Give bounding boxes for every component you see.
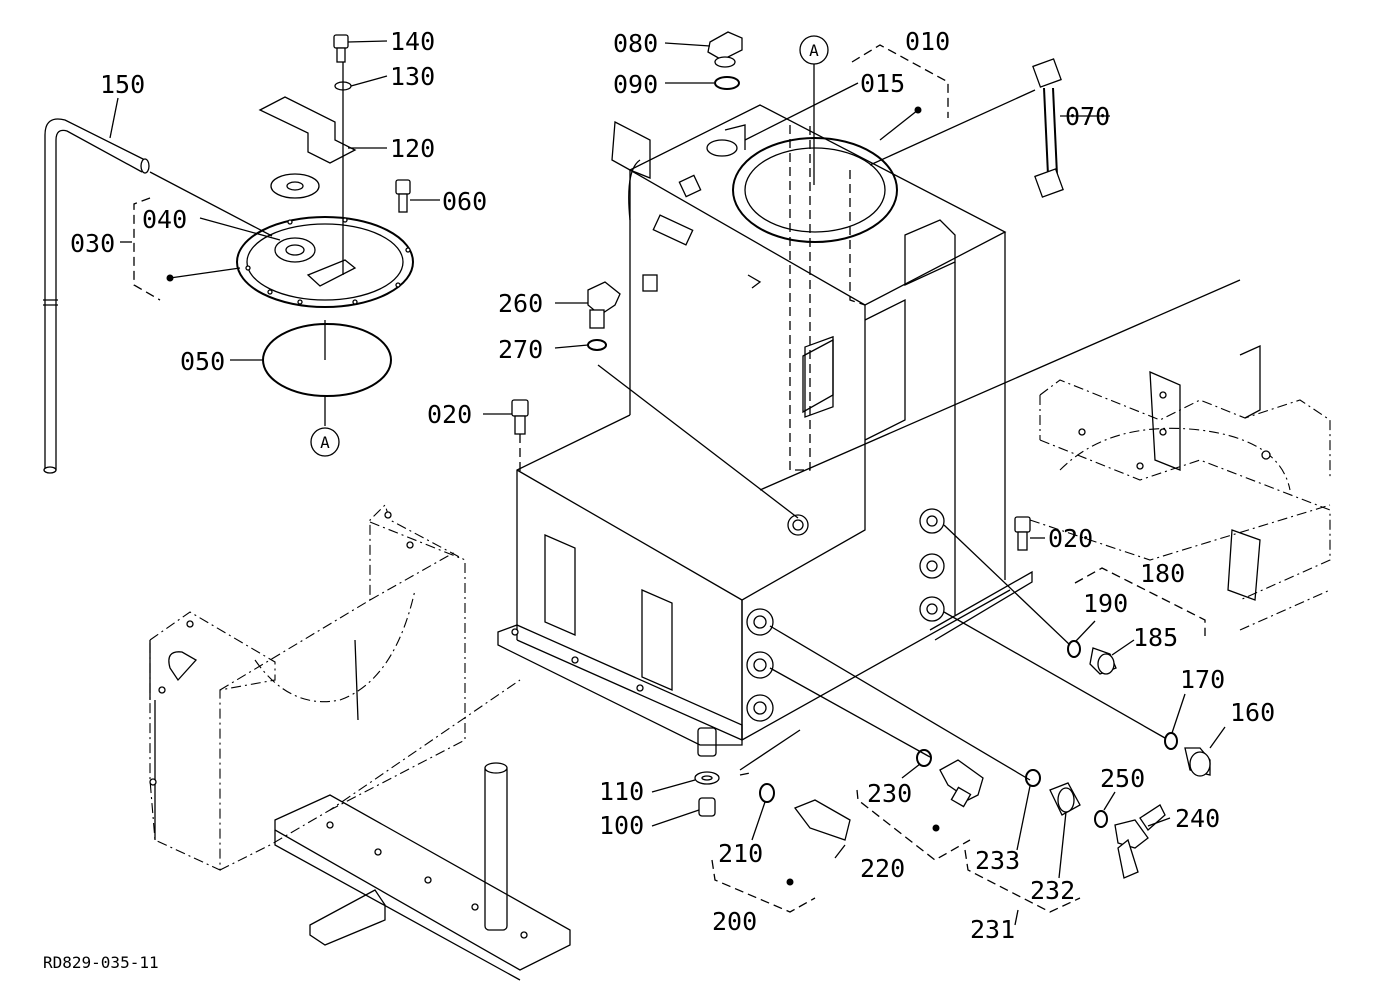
- label-200: 200: [712, 907, 757, 936]
- label-015: 015: [860, 69, 905, 98]
- label-220: 220: [860, 854, 905, 883]
- label-100: 100: [599, 811, 644, 840]
- label-270: 270: [498, 335, 543, 364]
- part-number-labels: 140 130 120 150 040 060 030 050 080 090 …: [70, 27, 1275, 944]
- label-060: 060: [442, 187, 487, 216]
- label-233: 233: [975, 846, 1020, 875]
- label-185: 185: [1133, 623, 1178, 652]
- frame-bracket-drawing: [149, 503, 571, 981]
- label-180: 180: [1140, 559, 1185, 588]
- assembly-brackets: [133, 44, 1206, 926]
- label-040: 040: [142, 205, 187, 234]
- fittings-drawing: [511, 31, 1211, 879]
- view-marker-top-label: A: [809, 41, 819, 60]
- label-240: 240: [1175, 804, 1220, 833]
- hydraulic-tank-drawing: [497, 104, 1033, 757]
- label-170: 170: [1180, 665, 1225, 694]
- tank-cover-assembly-drawing: [43, 34, 414, 474]
- label-110: 110: [599, 777, 644, 806]
- label-231: 231: [970, 915, 1015, 944]
- label-232: 232: [1030, 876, 1075, 905]
- label-210: 210: [718, 839, 763, 868]
- reference-code: RD829-035-11: [43, 953, 159, 972]
- label-020-right: 020: [1048, 524, 1093, 553]
- label-120: 120: [390, 134, 435, 163]
- view-marker-top: A: [799, 35, 829, 185]
- label-010: 010: [905, 27, 950, 56]
- label-080: 080: [613, 29, 658, 58]
- label-160: 160: [1230, 698, 1275, 727]
- label-030: 030: [70, 229, 115, 258]
- chassis-frame-drawing: [1029, 344, 1331, 631]
- label-090: 090: [613, 70, 658, 99]
- label-050: 050: [180, 347, 225, 376]
- label-230: 230: [867, 779, 912, 808]
- leader-lines: [109, 40, 1241, 879]
- label-140: 140: [390, 27, 435, 56]
- label-250: 250: [1100, 764, 1145, 793]
- label-150: 150: [100, 70, 145, 99]
- label-070: 070: [1065, 102, 1110, 131]
- label-260: 260: [498, 289, 543, 318]
- label-020-left: 020: [427, 400, 472, 429]
- label-130: 130: [390, 62, 435, 91]
- view-marker-bottom: A: [310, 427, 340, 457]
- label-190: 190: [1083, 589, 1128, 618]
- view-marker-bottom-label: A: [320, 433, 330, 452]
